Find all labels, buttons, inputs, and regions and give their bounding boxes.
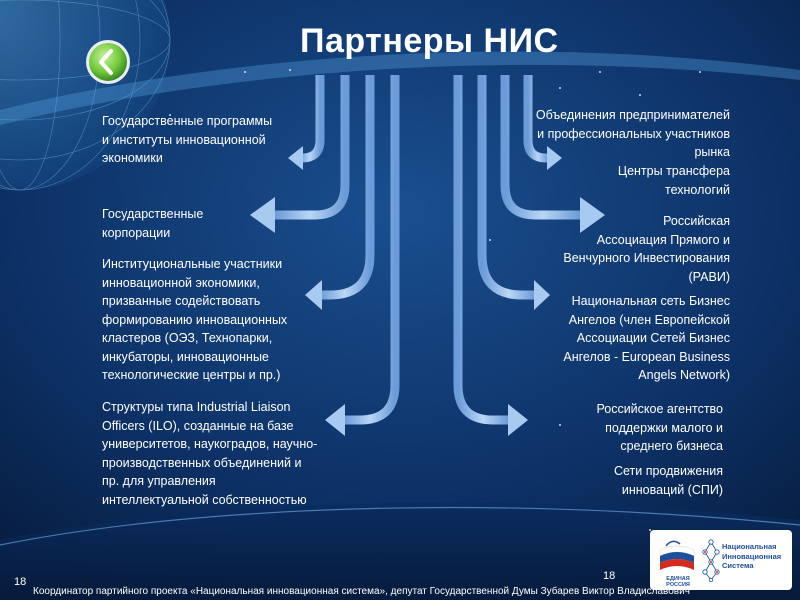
right-item-line: Ангелов (член Европейской [568, 312, 730, 327]
right-item-line: Центры трансфера [617, 164, 730, 178]
left-item-line: кластеров (ОЭЗ, Технопарки, [102, 331, 273, 345]
system-name-line: Инновационная [722, 551, 782, 561]
right-item-line: Ангелов - European Business [563, 349, 730, 364]
back-arrow-icon [99, 49, 113, 75]
arrow-left-1 [300, 75, 325, 163]
left-item-ilo-structures: Структуры типа Industrial Liaison Office… [102, 398, 327, 509]
party-name-line: ЕДИНАЯ [666, 576, 690, 582]
left-item-line: интеллектуальной собственностью [102, 492, 307, 507]
left-item-line: инкубаторы, инновационные [102, 349, 269, 364]
party-name: ЕДИНАЯ РОССИЯ [656, 576, 700, 588]
footer-text: Координатор партийного проекта «Национал… [33, 586, 690, 597]
party-name-line: РОССИЯ [666, 582, 690, 588]
network-icon [702, 539, 720, 582]
left-item-line: формированию инновационных [102, 312, 288, 327]
page-number-left: 18 [14, 576, 27, 588]
left-item-line: технологические центры и пр.) [102, 368, 281, 382]
slide-title: Партнеры НИС [300, 22, 559, 60]
arrow-right-3 [477, 75, 535, 300]
right-item-line: среднего бизнеса [620, 439, 723, 453]
right-item-line: Российская [663, 214, 730, 228]
right-item-line: технологий [664, 182, 730, 197]
left-item-line: экономики [102, 151, 163, 165]
left-item-state-corporations: Государственные корпорации [102, 205, 302, 242]
arrow-right-4 [453, 75, 508, 425]
right-item-line: рынка [694, 145, 730, 159]
right-item-line: (РАВИ) [688, 269, 731, 284]
back-button[interactable] [84, 38, 132, 86]
right-item-line: Ассоциации Сетей Бизнес [576, 331, 730, 345]
right-item-line: Объединения предпринимателей [535, 108, 730, 122]
arrow-left-4 [345, 75, 400, 425]
right-item-line: и профессиональных участников [537, 126, 730, 141]
right-item-innovation-networks: Сети продвижения инноваций (СПИ) [580, 462, 723, 499]
party-logo-icon [656, 536, 698, 580]
right-item-tech-transfer-centers: Центры трансфера технологий [560, 162, 730, 199]
left-item-line: университетов, наукоградов, научно- [102, 437, 318, 451]
right-item-business-angels: Национальная сеть Бизнес Ангелов (член Е… [540, 292, 730, 385]
system-name: Национальная Инновационная Система [722, 542, 781, 571]
left-item-institutional-participants: Институциональные участники инновационно… [102, 255, 312, 385]
left-item-line: корпорации [102, 225, 171, 240]
right-item-sme-agency: Российское агентство поддержки малого и … [560, 400, 723, 456]
right-item-ravi: Российская Ассоциация Прямого и Венчурно… [540, 212, 730, 286]
right-item-line: Angels Network) [638, 368, 730, 382]
left-item-line: производственных объединений и [102, 455, 302, 470]
left-item-line: инновационной экономики, [102, 275, 260, 290]
left-item-line: и институты инновационной [102, 132, 266, 147]
nis-logo: ЕДИНАЯ РОССИЯ Национальная Инновационная… [650, 530, 792, 590]
system-name-line: Национальная [722, 542, 777, 551]
right-item-line: Российское агентство [596, 402, 723, 416]
right-item-line: поддержки малого и [605, 420, 723, 435]
arrow-left-3 [320, 75, 375, 300]
right-item-line: Ассоциация Прямого и [596, 232, 730, 247]
left-item-state-programs: Государственные программы и институты ин… [102, 112, 302, 168]
arrow-right-2 [500, 75, 580, 220]
left-item-line: Государственные программы [102, 114, 273, 128]
arrow-left-2 [275, 75, 350, 220]
left-item-line: Officers (ILO), созданные на базе [102, 418, 294, 433]
right-item-line: Венчурного Инвестирования [563, 251, 730, 265]
right-item-line: Сети продвижения [613, 464, 723, 478]
left-item-line: пр. для управления [102, 474, 216, 488]
left-item-line: Государственные [102, 207, 204, 221]
left-item-line: Институциональные участники [102, 257, 283, 271]
system-name-line: Система [722, 561, 754, 570]
left-item-line: Структуры типа Industrial Liaison [102, 400, 291, 414]
page-number-right: 18 [603, 570, 616, 582]
right-item-entrepreneur-associations: Объединения предпринимателей и профессио… [520, 106, 730, 162]
left-item-line: призванные содействовать [102, 294, 261, 308]
arrow-right-1 [523, 75, 548, 163]
right-item-line: Национальная сеть Бизнес [571, 294, 730, 308]
right-item-line: инноваций (СПИ) [621, 482, 723, 497]
